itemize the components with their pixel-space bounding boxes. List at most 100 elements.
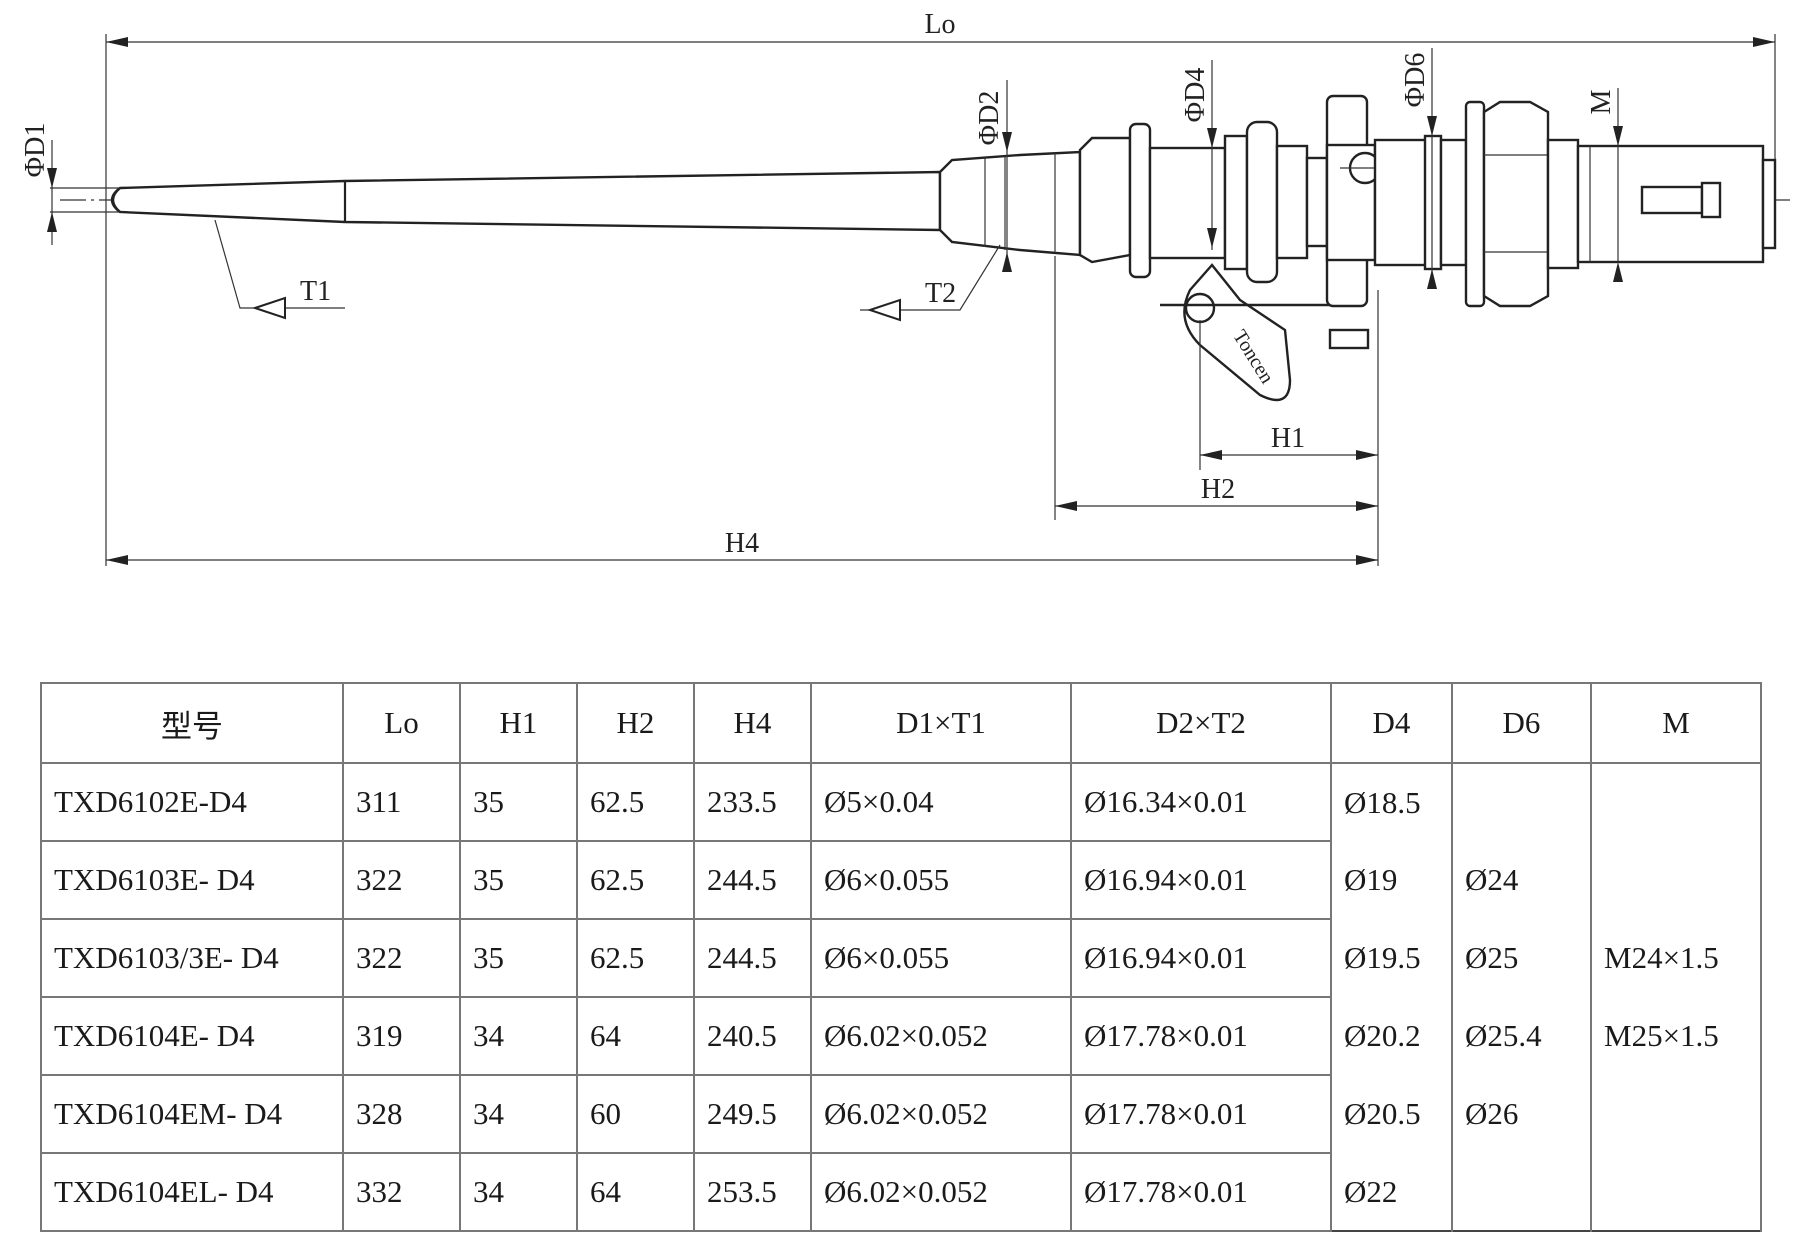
cell-m	[1590, 1153, 1762, 1231]
cell-m	[1590, 763, 1762, 841]
cell-h1: 34	[459, 1152, 578, 1232]
cell-d4: Ø19	[1330, 841, 1453, 919]
cell-model: TXD6104E- D4	[40, 996, 344, 1076]
cell-h1: 34	[459, 996, 578, 1076]
cell-d1t1: Ø5×0.04	[810, 762, 1072, 842]
cell-h2: 64	[576, 996, 695, 1076]
cell-h4: 244.5	[693, 918, 812, 998]
dimension-l0: Lo	[105, 9, 1776, 566]
label-d1: ΦD1	[20, 123, 51, 178]
label-h1: H1	[1271, 423, 1305, 454]
dimension-d2: ΦD2	[974, 80, 1012, 272]
cell-d6: Ø24	[1451, 841, 1592, 919]
cell-h1: 35	[459, 918, 578, 998]
cell-d4: Ø20.2	[1330, 997, 1453, 1075]
cell-d1t1: Ø6×0.055	[810, 840, 1072, 920]
header-h4: H4	[693, 682, 812, 764]
cell-h2: 62.5	[576, 840, 695, 920]
label-t2: T2	[925, 278, 956, 309]
dimension-h4: H4	[106, 528, 1378, 565]
cell-model: TXD6103/3E- D4	[40, 918, 344, 998]
table-row: TXD6104EM- D4 328 34 60 249.5 Ø6.02×0.05…	[40, 1074, 1762, 1154]
header-l0: Lo	[342, 682, 461, 764]
cell-h2: 62.5	[576, 762, 695, 842]
dimension-h1: H1	[1199, 290, 1379, 566]
dimension-d1: ΦD1	[20, 123, 120, 245]
cell-l0: 311	[342, 762, 461, 842]
cell-h4: 253.5	[693, 1152, 812, 1232]
clamp-lever: Toncen	[1160, 263, 1330, 402]
cell-d1t1: Ø6.02×0.052	[810, 1074, 1072, 1154]
cell-l0: 319	[342, 996, 461, 1076]
cell-l0: 332	[342, 1152, 461, 1232]
table-row: TXD6104E- D4 319 34 64 240.5 Ø6.02×0.052…	[40, 996, 1762, 1076]
cell-h4: 233.5	[693, 762, 812, 842]
cell-h4: 244.5	[693, 840, 812, 920]
header-d6: D6	[1451, 682, 1592, 764]
cell-l0: 322	[342, 840, 461, 920]
label-h4: H4	[725, 528, 759, 559]
header-d2t2: D2×T2	[1070, 682, 1332, 764]
cell-d2t2: Ø16.94×0.01	[1070, 918, 1332, 998]
label-t1: T1	[300, 276, 331, 307]
cell-d6: Ø25	[1451, 919, 1592, 997]
cell-d4: Ø20.5	[1330, 1075, 1453, 1153]
label-h2: H2	[1201, 474, 1235, 505]
cell-d6	[1451, 1153, 1592, 1231]
cell-m: M25×1.5	[1590, 997, 1762, 1075]
table-row: TXD6102E-D4 311 35 62.5 233.5 Ø5×0.04 Ø1…	[40, 762, 1762, 842]
dimension-d6: ΦD6	[1400, 48, 1437, 289]
hex-body	[1325, 94, 1468, 350]
cell-h4: 249.5	[693, 1074, 812, 1154]
label-d4: ΦD4	[1180, 68, 1211, 123]
table-row: TXD6103E- D4 322 35 62.5 244.5 Ø6×0.055 …	[40, 840, 1762, 920]
header-model: 型号	[40, 682, 344, 764]
cell-d4: Ø18.5	[1330, 763, 1453, 841]
table-row: TXD6104EL- D4 332 34 64 253.5 Ø6.02×0.05…	[40, 1152, 1762, 1232]
cell-d2t2: Ø17.78×0.01	[1070, 1074, 1332, 1154]
cell-m	[1590, 1075, 1762, 1153]
cell-h2: 64	[576, 1152, 695, 1232]
dimension-d4: ΦD4	[1180, 60, 1217, 250]
cell-model: TXD6104EM- D4	[40, 1074, 344, 1154]
cell-l0: 322	[342, 918, 461, 998]
header-d4: D4	[1330, 682, 1453, 764]
cell-d4: Ø22	[1330, 1153, 1453, 1231]
cell-model: TXD6102E-D4	[40, 762, 344, 842]
cell-l0: 328	[342, 1074, 461, 1154]
spec-table: 型号 Lo H1 H2 H4 D1×T1 D2×T2 D4 D6 M TXD61…	[40, 682, 1762, 1232]
cell-d1t1: Ø6×0.055	[810, 918, 1072, 998]
cell-d6: Ø26	[1451, 1075, 1592, 1153]
header-d1t1: D1×T1	[810, 682, 1072, 764]
collar	[1078, 120, 1329, 284]
dimension-m: M	[1586, 88, 1623, 282]
cell-d6	[1451, 763, 1592, 841]
thread-end	[1464, 100, 1777, 308]
taper-sleeve	[938, 150, 1082, 257]
cell-model: TXD6103E- D4	[40, 840, 344, 920]
header-m: M	[1590, 682, 1762, 764]
cell-h4: 240.5	[693, 996, 812, 1076]
cell-h2: 62.5	[576, 918, 695, 998]
cell-h1: 35	[459, 762, 578, 842]
cell-d6: Ø25.4	[1451, 997, 1592, 1075]
header-h1: H1	[459, 682, 578, 764]
technical-drawing: Lo ΦD1 T1 ΦD2 T2	[20, 9, 1790, 566]
cell-d2t2: Ø16.34×0.01	[1070, 762, 1332, 842]
label-m: M	[1586, 89, 1617, 114]
leader-t1: T1	[214, 219, 345, 320]
cell-d2t2: Ø17.78×0.01	[1070, 996, 1332, 1076]
cell-d1t1: Ø6.02×0.052	[810, 996, 1072, 1076]
table-row: TXD6103/3E- D4 322 35 62.5 244.5 Ø6×0.05…	[40, 918, 1762, 998]
table-header-row: 型号 Lo H1 H2 H4 D1×T1 D2×T2 D4 D6 M	[40, 682, 1762, 764]
cell-d2t2: Ø16.94×0.01	[1070, 840, 1332, 920]
cell-h2: 60	[576, 1074, 695, 1154]
cell-h1: 34	[459, 1074, 578, 1154]
cell-d2t2: Ø17.78×0.01	[1070, 1152, 1332, 1232]
header-h2: H2	[576, 682, 695, 764]
cell-d4: Ø19.5	[1330, 919, 1453, 997]
dimension-h2: H2	[1054, 256, 1378, 520]
cell-model: TXD6104EL- D4	[40, 1152, 344, 1232]
cell-d1t1: Ø6.02×0.052	[810, 1152, 1072, 1232]
cell-h1: 35	[459, 840, 578, 920]
